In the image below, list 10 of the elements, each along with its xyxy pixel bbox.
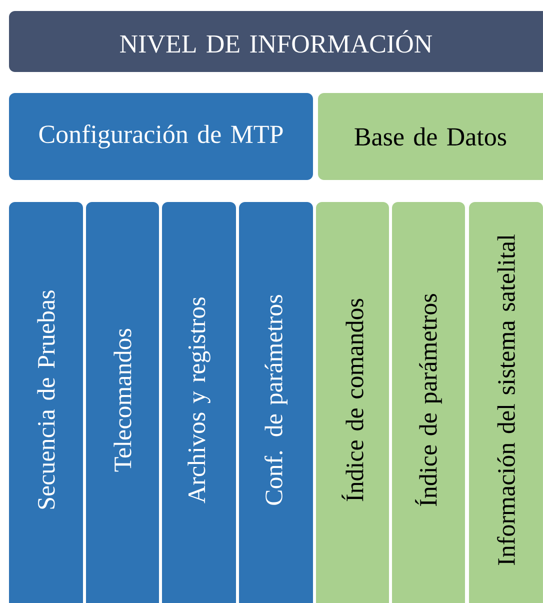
category-box: Base de Datos [318,93,543,180]
column-box: Información del sistema satelital [469,202,543,603]
category-box: Configuración de MTP [9,93,313,180]
column-box: Secuencia de Pruebas [9,202,83,603]
column-box: Archivos y registros [162,202,236,603]
column-box: Índice de comandos [316,202,389,603]
column-box: Telecomandos [86,202,159,603]
title-banner: NIVEL DE INFORMACIÓN [9,11,543,72]
column-box: Índice de parámetros [392,202,465,603]
column-box: Conf. de parámetros [239,202,313,603]
